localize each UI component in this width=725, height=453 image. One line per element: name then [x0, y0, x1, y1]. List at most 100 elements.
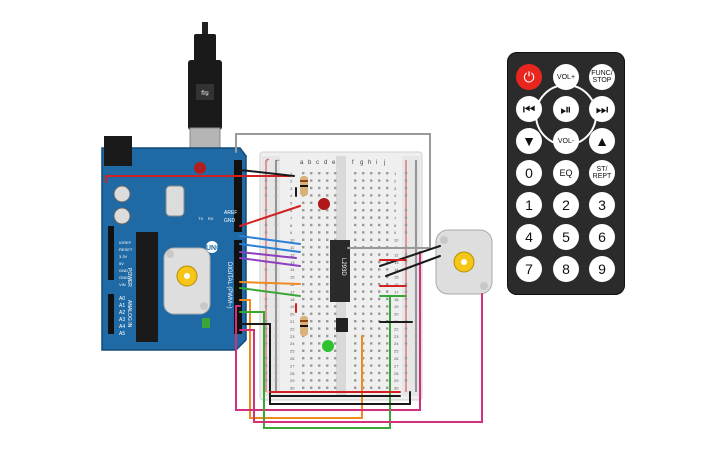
red-led[interactable] [318, 198, 330, 210]
resistor-top[interactable] [300, 176, 308, 196]
vol-down-button[interactable]: VOL- [553, 128, 579, 154]
breadboard-hole [362, 209, 365, 212]
vol-up-button[interactable]: VOL+ [553, 64, 579, 90]
breadboard-hole [386, 379, 389, 382]
usb-cable[interactable]: ⇋ [188, 22, 222, 165]
func-stop-button[interactable]: FUNC/ STOP [589, 64, 615, 90]
rail-hole [264, 223, 268, 227]
orange-wire[interactable] [239, 281, 301, 285]
row-number: 22 [290, 326, 295, 331]
prev-button[interactable]: ⏮ [516, 96, 542, 122]
row-number: 20 [290, 312, 295, 317]
row-number: 17 [394, 289, 399, 294]
digit-0-button[interactable]: 0 [516, 160, 542, 186]
ir-remote[interactable]: ⏻ VOL+ FUNC/ STOP ⏮ ⏯ ⏭ ▼ VOL- ▲ 0 EQ ST… [507, 52, 625, 295]
skip-back-icon: ⏮ [522, 100, 536, 117]
pink-wire[interactable] [235, 251, 421, 411]
breadboard-hole [302, 275, 305, 278]
breadboard-hole [354, 194, 357, 197]
digit-2-button[interactable]: 2 [553, 192, 579, 218]
dc-motor-right[interactable] [435, 229, 493, 295]
row-number: 1 [394, 171, 397, 176]
digit-6-button[interactable]: 6 [589, 224, 615, 250]
breadboard-hole [378, 260, 381, 264]
green-wire[interactable] [239, 295, 391, 429]
rail-hole [274, 364, 278, 367]
breadboard-hole [378, 179, 381, 182]
breadboard-hole [326, 290, 329, 293]
breadboard-hole [370, 253, 373, 256]
breadboard-hole [326, 320, 329, 323]
black-wire[interactable] [239, 169, 295, 177]
arduino-uno-board[interactable]: IOREF RESET 3.3V 5V GND GND VIN A0 A1 A2… [101, 136, 247, 351]
rail-hole [414, 268, 418, 271]
breadboard-hole [310, 201, 313, 204]
st-rept-button[interactable]: ST/ REPT [589, 160, 615, 186]
breadboard-hole [334, 172, 337, 175]
digit-3-button[interactable]: 3 [589, 192, 615, 218]
reset-button[interactable] [194, 162, 206, 174]
blue-wire[interactable] [239, 243, 301, 253]
l293d-chip[interactable]: L293D [330, 240, 350, 302]
red-wire[interactable] [239, 205, 301, 227]
dc-motor-left[interactable] [163, 247, 211, 315]
row-number: 28 [394, 371, 399, 376]
next-button[interactable]: ⏭ [589, 96, 615, 122]
breadboard-hole [326, 305, 329, 308]
breadboard-hole [302, 371, 305, 375]
up-button[interactable]: ▲ [589, 128, 615, 154]
button-label: 3 [598, 197, 606, 213]
row-number: 8 [290, 223, 293, 228]
rail-hole [414, 327, 418, 330]
analog-pin-label: A5 [119, 331, 125, 337]
breadboard-hole [362, 320, 365, 323]
breadboard-hole [378, 253, 381, 256]
rail-hole [404, 179, 408, 182]
play-pause-button[interactable]: ⏯ [553, 96, 579, 122]
digit-7-button[interactable]: 7 [516, 256, 542, 282]
digit-5-button[interactable]: 5 [553, 224, 579, 250]
breadboard-hole [362, 223, 365, 227]
gray-wire[interactable] [235, 133, 431, 249]
breadboard-hole [370, 290, 373, 293]
rail-hole [264, 342, 268, 345]
breadboard-hole [370, 275, 373, 278]
rail-hole [414, 342, 418, 345]
black-wire[interactable] [379, 245, 441, 267]
row-number: 10 [394, 238, 399, 243]
rail-hole [404, 305, 408, 308]
black-wire[interactable] [385, 255, 441, 277]
purple-wire[interactable] [239, 257, 301, 267]
blue-wire[interactable] [239, 235, 301, 245]
eq-button[interactable]: EQ [553, 160, 579, 186]
orange-wire[interactable] [239, 299, 363, 419]
ir-receiver[interactable] [336, 318, 348, 332]
analog-header [108, 294, 114, 334]
breadboard-hole [318, 305, 321, 308]
black-wire[interactable] [239, 323, 411, 405]
row-number: 26 [394, 356, 399, 361]
down-button[interactable]: ▼ [516, 128, 542, 154]
green-wire[interactable] [239, 287, 301, 297]
pink-wire[interactable] [239, 293, 483, 423]
purple-wire[interactable] [239, 251, 297, 259]
digital-header-bottom [234, 240, 242, 334]
rail-hole [414, 186, 418, 190]
rail-hole [414, 223, 418, 227]
rail-hole [264, 283, 268, 286]
green-led[interactable] [322, 340, 334, 352]
digit-1-button[interactable]: 1 [516, 192, 542, 218]
button-label: 8 [562, 261, 570, 277]
breadboard-hole [318, 379, 321, 382]
breadboard-hole [354, 290, 357, 293]
digit-8-button[interactable]: 8 [553, 256, 579, 282]
breadboard-hole [302, 253, 305, 256]
resistor-bottom[interactable] [300, 316, 308, 336]
row-number: 25 [394, 349, 399, 354]
row-number: 5 [290, 201, 293, 206]
digit-9-button[interactable]: 9 [589, 256, 615, 282]
digit-4-button[interactable]: 4 [516, 224, 542, 250]
power-button[interactable]: ⏻ [516, 64, 542, 90]
button-label: 9 [598, 261, 606, 277]
rail-hole [264, 379, 268, 382]
